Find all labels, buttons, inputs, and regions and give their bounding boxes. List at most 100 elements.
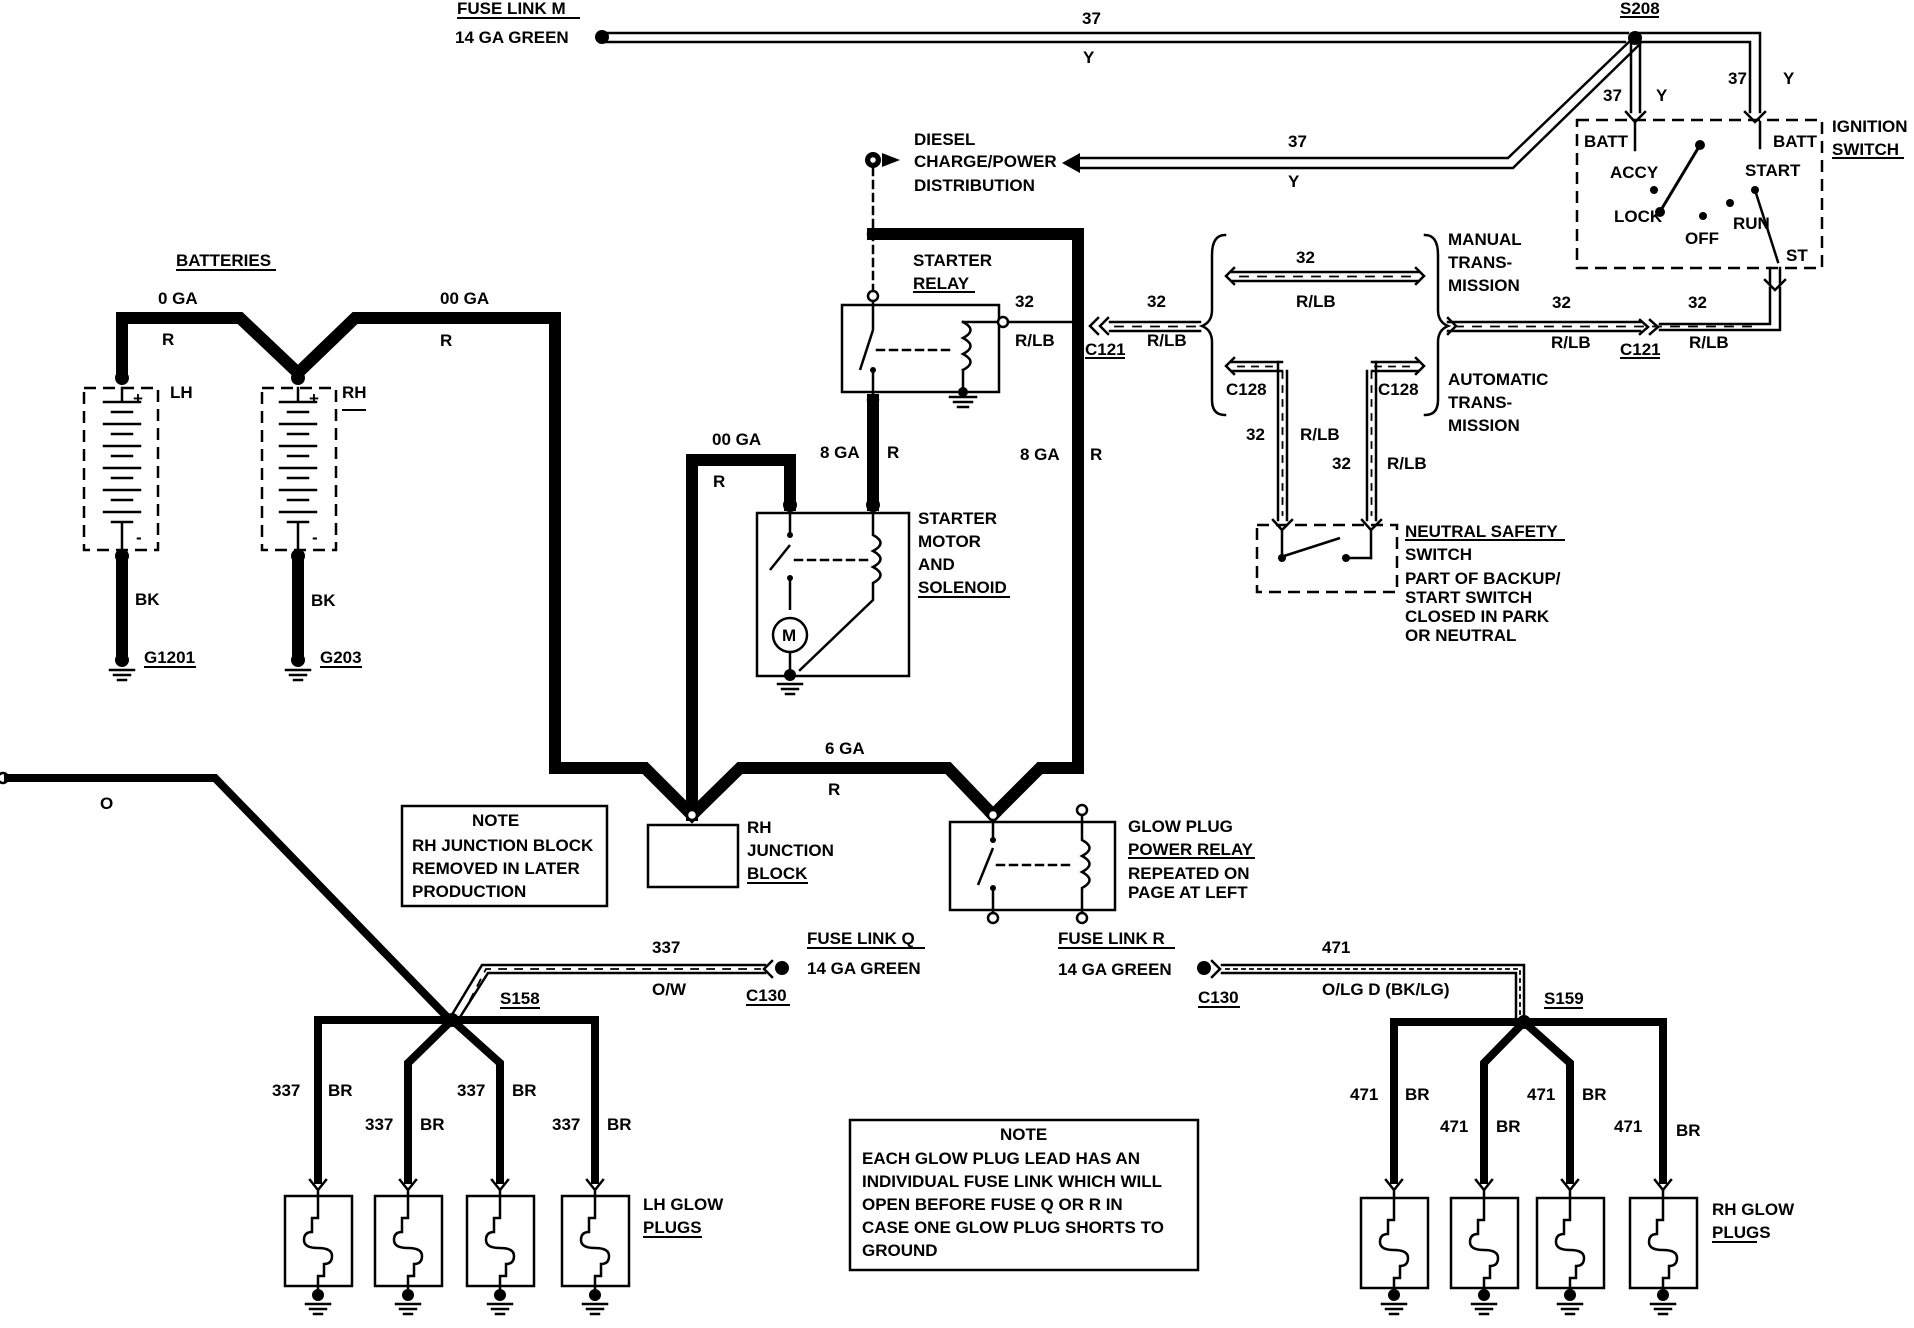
starter-motor-box	[755, 511, 911, 678]
wire-32-c121-color: R/LB	[1147, 331, 1187, 350]
transmission-bracket-right	[1423, 233, 1452, 417]
auto-left-rlb: R/LB	[1300, 425, 1340, 444]
neutral-switch-title-2: SWITCH	[1405, 545, 1472, 564]
fuse-link-r-gauge: 14 GA GREEN	[1058, 960, 1172, 979]
manual-trans-2: TRANS-	[1448, 253, 1512, 272]
rh-glow-plugs-label-1: RH GLOW	[1712, 1200, 1795, 1219]
junction-label-1: RH	[747, 818, 772, 837]
label-00-ga-r: R	[440, 331, 452, 350]
diesel-arrow	[1062, 153, 1080, 173]
wire-37-right-label: 37	[1728, 69, 1747, 88]
ignition-switch-title-1: IGNITION	[1832, 117, 1908, 136]
neutral-switch-title-1: NEUTRAL SAFETY	[1405, 522, 1558, 541]
c121-label-left: C121	[1085, 340, 1126, 359]
s158-label: S158	[500, 989, 540, 1008]
ignition-lock: LOCK	[1614, 207, 1663, 226]
rh-wire-4-471: 471	[1614, 1117, 1642, 1136]
rh-wire-3-471: 471	[1527, 1085, 1555, 1104]
starter-relay: STARTER RELAY 32 R/LB C121 32 R/LB	[840, 251, 1202, 409]
auto-trans-1: AUTOMATIC	[1448, 370, 1548, 389]
note-junction-removed: NOTE RH JUNCTION BLOCK REMOVED IN LATER …	[400, 804, 609, 908]
lh-wire-3-337: 337	[457, 1081, 485, 1100]
transmission-group: MANUAL TRANS- MISSION AUTOMATIC TRANS- M…	[1198, 230, 1548, 522]
manual-trans-3: MISSION	[1448, 276, 1520, 295]
note1-line-2: REMOVED IN LATER	[412, 859, 580, 878]
ignition-run: RUN	[1733, 214, 1770, 233]
wire-32-c121-to-bracket	[1108, 320, 1202, 333]
s159-label: S159	[1544, 989, 1584, 1008]
lh-glow-plug-3	[465, 1178, 536, 1316]
note2-line-1: EACH GLOW PLUG LEAD HAS AN	[862, 1149, 1140, 1168]
c128-label-left: C128	[1226, 380, 1267, 399]
wire-37-to-diesel	[1078, 38, 1642, 170]
manual-wire-32: 32	[1296, 248, 1315, 267]
c121-label-right: C121	[1620, 340, 1661, 359]
label-8-ga-loop-r: R	[1090, 445, 1102, 464]
note-glow-plug-fuse: NOTE EACH GLOW PLUG LEAD HAS AN INDIVIDU…	[848, 1118, 1200, 1272]
diesel-label-3: DISTRIBUTION	[914, 176, 1035, 195]
rh-glow-plugs-label-2: PLUGS	[1712, 1223, 1771, 1242]
junction-label-2: JUNCTION	[747, 841, 834, 860]
ground-g1201: G1201	[144, 648, 195, 667]
diesel-label-1: DIESEL	[914, 130, 975, 149]
battery-lh-plus: +	[133, 389, 143, 408]
lh-glow-branches	[314, 1014, 599, 1184]
s208-splice-group: S208 37 Y 37 Y 37 Y	[1062, 0, 1795, 191]
lh-wire-3-br: BR	[512, 1081, 537, 1100]
battery-rh: RH + - BK G203	[260, 371, 367, 682]
wire-471-label: 471	[1322, 938, 1350, 957]
battery-lh: LH + - BK G1201	[82, 371, 196, 682]
label-8-ga-relay-r: R	[887, 443, 899, 462]
diesel-distribution: DIESEL CHARGE/POWER DISTRIBUTION	[865, 130, 1057, 298]
fuse-link-m-group: FUSE LINK M 14 GA GREEN 37 Y	[455, 0, 1630, 67]
battery-lh-bk: BK	[135, 590, 160, 609]
note1-line-3: PRODUCTION	[412, 882, 526, 901]
fuse-link-q-gauge: 14 GA GREEN	[807, 959, 921, 978]
glow-relay-note-1: REPEATED ON	[1128, 864, 1250, 883]
wire-37-diesel-color: Y	[1288, 172, 1300, 191]
rh-glow-plug-1	[1359, 1178, 1430, 1316]
wire-32-to-manual	[1446, 320, 1642, 333]
glow-relay-note-2: PAGE AT LEFT	[1128, 883, 1248, 902]
rh-glow-plug-4	[1628, 1178, 1699, 1316]
s208-label: S208	[1620, 0, 1660, 18]
lh-wire-1-337: 337	[272, 1081, 300, 1100]
label-8-ga-loop: 8 GA	[1020, 445, 1060, 464]
label-0-ga: 0 GA	[158, 289, 198, 308]
c130-label-right: C130	[1198, 988, 1239, 1007]
lh-wire-4-br: BR	[607, 1115, 632, 1134]
c128-label-right: C128	[1378, 380, 1419, 399]
wire-ow-label: O/W	[652, 980, 687, 999]
wire-37-top	[602, 31, 1630, 44]
starter-relay-box	[840, 303, 1001, 394]
wire-o-feed	[4, 774, 456, 1026]
wire-37-color: Y	[1083, 48, 1095, 67]
neutral-switch-note-2: START SWITCH	[1405, 588, 1532, 607]
ignition-switch-title-2: SWITCH	[1832, 140, 1899, 159]
note1-heading: NOTE	[472, 811, 519, 830]
manual-jumper-wire	[1230, 270, 1420, 283]
wire-32-ignition-group: 32 32 R/LB R/LB C121	[1446, 286, 1782, 359]
wire-471-fuse-r	[1220, 963, 1526, 1020]
cable-8-ga-loop	[867, 228, 1084, 824]
rh-glow-plug-3	[1535, 1178, 1606, 1316]
ground-g203: G203	[320, 648, 362, 667]
battery-rh-plus: +	[309, 389, 319, 408]
fuse-link-m-gauge: 14 GA GREEN	[455, 28, 569, 47]
label-0-ga-r: R	[162, 330, 174, 349]
lh-wire-2-br: BR	[420, 1115, 445, 1134]
auto-trans-2: TRANS-	[1448, 393, 1512, 412]
wire-32-ign-label-2: 32	[1688, 293, 1707, 312]
c130-label-left: C130	[746, 986, 787, 1005]
battery-lh-minus: -	[136, 528, 142, 547]
diesel-label-2: CHARGE/POWER	[914, 152, 1057, 171]
wire-37-label: 37	[1082, 9, 1101, 28]
ignition-switch: IGNITION SWITCH BATT BATT ACCY LOCK OFF …	[1575, 117, 1908, 292]
ignition-start: START	[1745, 161, 1801, 180]
auto-right-rlb: R/LB	[1387, 454, 1427, 473]
rh-wire-1-471: 471	[1350, 1085, 1378, 1104]
label-00-ga-starter: 00 GA	[712, 430, 761, 449]
wire-32-ign-label: 32	[1552, 293, 1571, 312]
note1-line-1: RH JUNCTION BLOCK	[412, 836, 594, 855]
rh-junction-block: RH JUNCTION BLOCK	[646, 808, 834, 889]
